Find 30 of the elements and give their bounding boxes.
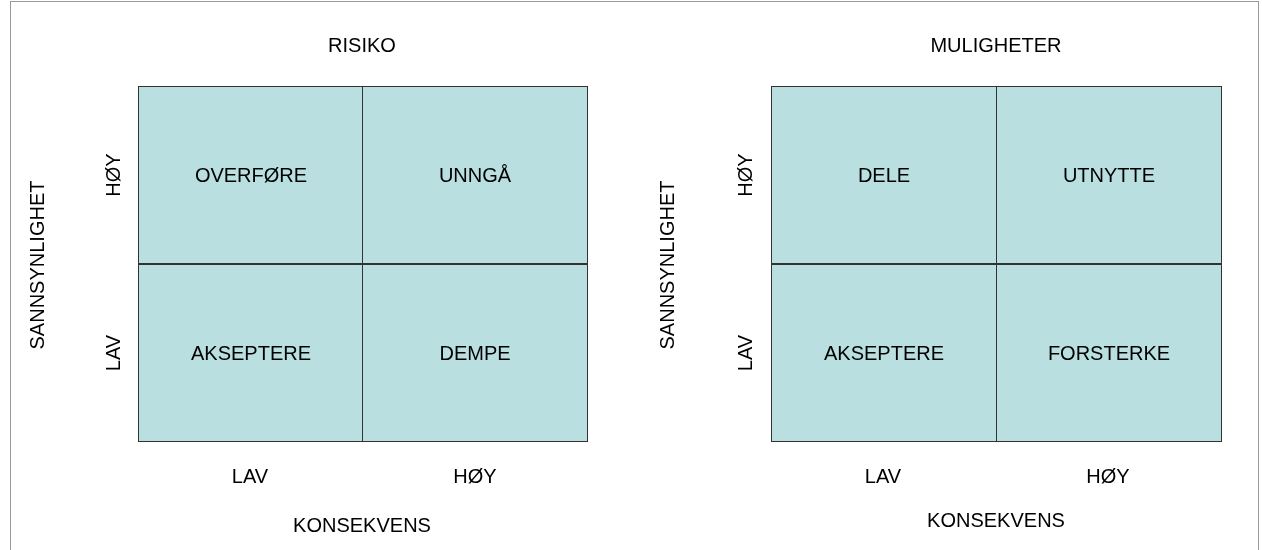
strategy-label: DEMPE <box>439 341 511 365</box>
axis-tick-label: LAV <box>733 334 757 372</box>
axis-tick-label: LAV <box>864 464 902 488</box>
axis-tick-label: HØY <box>1086 464 1130 488</box>
matrix-title: RISIKO <box>328 33 396 57</box>
strategy-label: FORSTERKE <box>1047 341 1171 365</box>
axis-title: KONSEKVENS <box>927 508 1065 532</box>
strategy-label: AKSEPTERE <box>190 341 311 365</box>
strategy-label: DELE <box>857 163 911 187</box>
matrix-title: MULIGHETER <box>930 33 1062 57</box>
axis-tick-label: HØY <box>453 464 497 488</box>
axis-title: SANNSYNLIGHET <box>655 180 679 350</box>
strategy-label: UTNYTTE <box>1062 163 1156 187</box>
strategy-label: UNNGÅ <box>438 163 512 187</box>
strategy-label: OVERFØRE <box>194 163 308 187</box>
quadrant-cell <box>362 264 588 442</box>
quadrant-cell <box>996 86 1222 264</box>
quadrant-cell <box>996 264 1222 442</box>
quadrant-cell <box>138 86 364 264</box>
axis-tick-label: LAV <box>101 334 125 372</box>
axis-title: KONSEKVENS <box>293 513 431 537</box>
axis-tick-label: HØY <box>733 153 757 197</box>
quadrant-cell <box>771 86 997 264</box>
quadrant-cell <box>138 264 364 442</box>
axis-tick-label: LAV <box>231 464 269 488</box>
quadrant-cell <box>362 86 588 264</box>
strategy-label: AKSEPTERE <box>823 341 944 365</box>
axis-tick-label: HØY <box>101 153 125 197</box>
axis-title: SANNSYNLIGHET <box>25 180 49 350</box>
quadrant-cell <box>771 264 997 442</box>
